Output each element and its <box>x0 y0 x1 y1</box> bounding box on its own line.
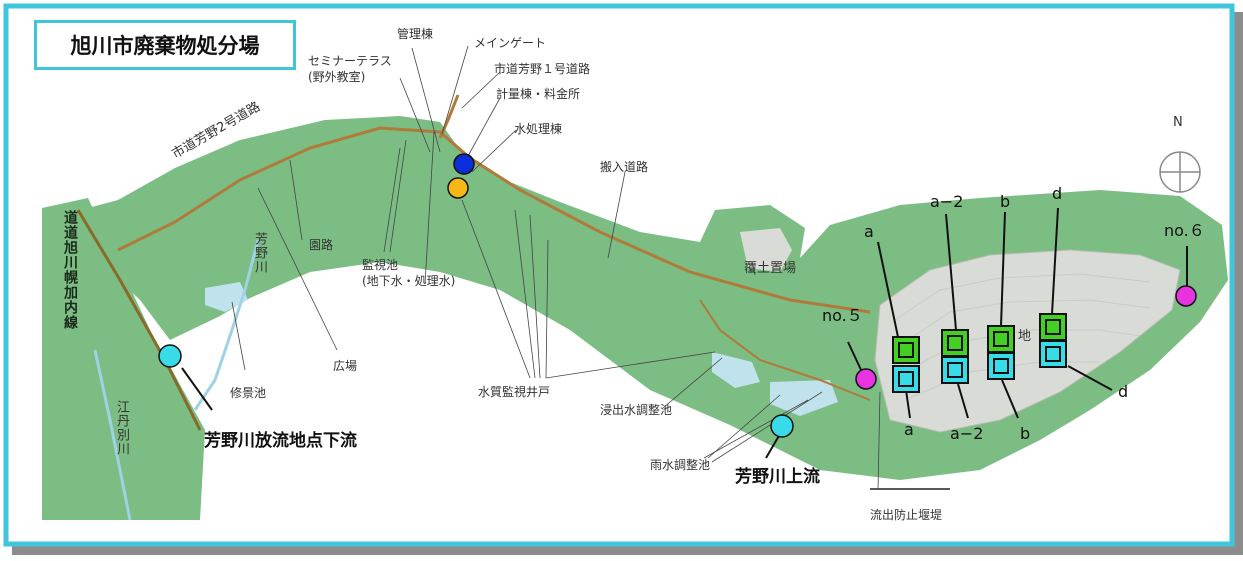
label-seminar-terrace: セミナーテラス <box>308 54 392 68</box>
label-river-yoshino: 芳野川 <box>252 232 267 274</box>
label-plaza: 広場 <box>333 359 358 373</box>
label-well-a2-top: a−2 <box>930 192 964 211</box>
label-dam: 流出防止堰堤 <box>870 508 943 522</box>
road-entry <box>117 126 871 314</box>
label-river-eshibetsu: 江丹別川 <box>114 400 129 456</box>
compass-label: N <box>1173 115 1183 130</box>
label-land: 地 <box>1018 329 1032 344</box>
label-no5: no.５ <box>822 306 863 325</box>
label-rain-pond: 雨水調整池 <box>650 458 711 472</box>
leader-lines <box>231 45 881 491</box>
label-prefectural-road: 道道旭川幌加内線 <box>62 210 78 330</box>
label-upstream-point: 芳野川上流 <box>735 467 820 487</box>
label-well-b-bottom: b <box>1020 424 1031 443</box>
label-weighing-station: 計量棟・料金所 <box>496 87 581 101</box>
label-downstream-point: 芳野川放流地点下流 <box>204 431 357 451</box>
soil-storage-area <box>740 228 792 272</box>
marker-no6 <box>1175 285 1197 307</box>
label-soil-storage: 覆土置場 <box>744 261 797 276</box>
wells-cyan <box>892 340 1067 393</box>
label-well-a2-bottom: a−2 <box>950 424 984 443</box>
label-water-treatment: 水処理棟 <box>514 122 563 136</box>
land-strip-left <box>42 198 205 520</box>
label-well-a-bottom: a <box>904 420 914 439</box>
label-entry-road: 搬入道路 <box>600 160 649 174</box>
marker-upstream <box>770 414 794 438</box>
label-well-a-top: a <box>864 222 874 241</box>
wells-green <box>892 313 1067 364</box>
label-well-b-top: b <box>1000 192 1011 211</box>
road-prefectural <box>76 209 202 431</box>
label-scenic-pond: 修景池 <box>230 386 267 400</box>
label-road-yoshino1: 市道芳野１号道路 <box>494 62 591 76</box>
marker-no5 <box>855 368 877 390</box>
callout-lines <box>181 207 1188 459</box>
label-admin-building: 管理棟 <box>397 27 434 41</box>
label-garden-path: 園路 <box>309 238 334 252</box>
label-no6: no.６ <box>1164 221 1205 240</box>
river-yoshino <box>193 239 260 411</box>
pond-leachate <box>712 352 760 388</box>
label-well-d-bottom: d <box>1118 382 1129 401</box>
marker-downstream <box>158 344 182 368</box>
label-leachate-pond: 浸出水調整池 <box>600 403 673 417</box>
compass-rose <box>1159 151 1201 193</box>
label-main-gate: メインゲート <box>474 36 547 50</box>
label-monitor-pond-sub: (地下水・処理水) <box>362 274 456 288</box>
pond-rainwater <box>770 380 838 416</box>
label-monitor-pond: 監視池 <box>362 258 399 272</box>
pond-scenic <box>205 282 248 312</box>
map-title: 旭川市廃棄物処分場 <box>34 20 296 70</box>
road-inner <box>699 299 871 401</box>
label-well-d-top: d <box>1052 184 1063 203</box>
label-water-wells: 水質監視井戸 <box>478 385 551 399</box>
river-eshibetsu <box>93 349 132 521</box>
marker-weighing <box>447 177 469 199</box>
label-seminar-terrace-sub: (野外教室) <box>308 70 366 84</box>
marker-water-treatment <box>453 153 475 175</box>
